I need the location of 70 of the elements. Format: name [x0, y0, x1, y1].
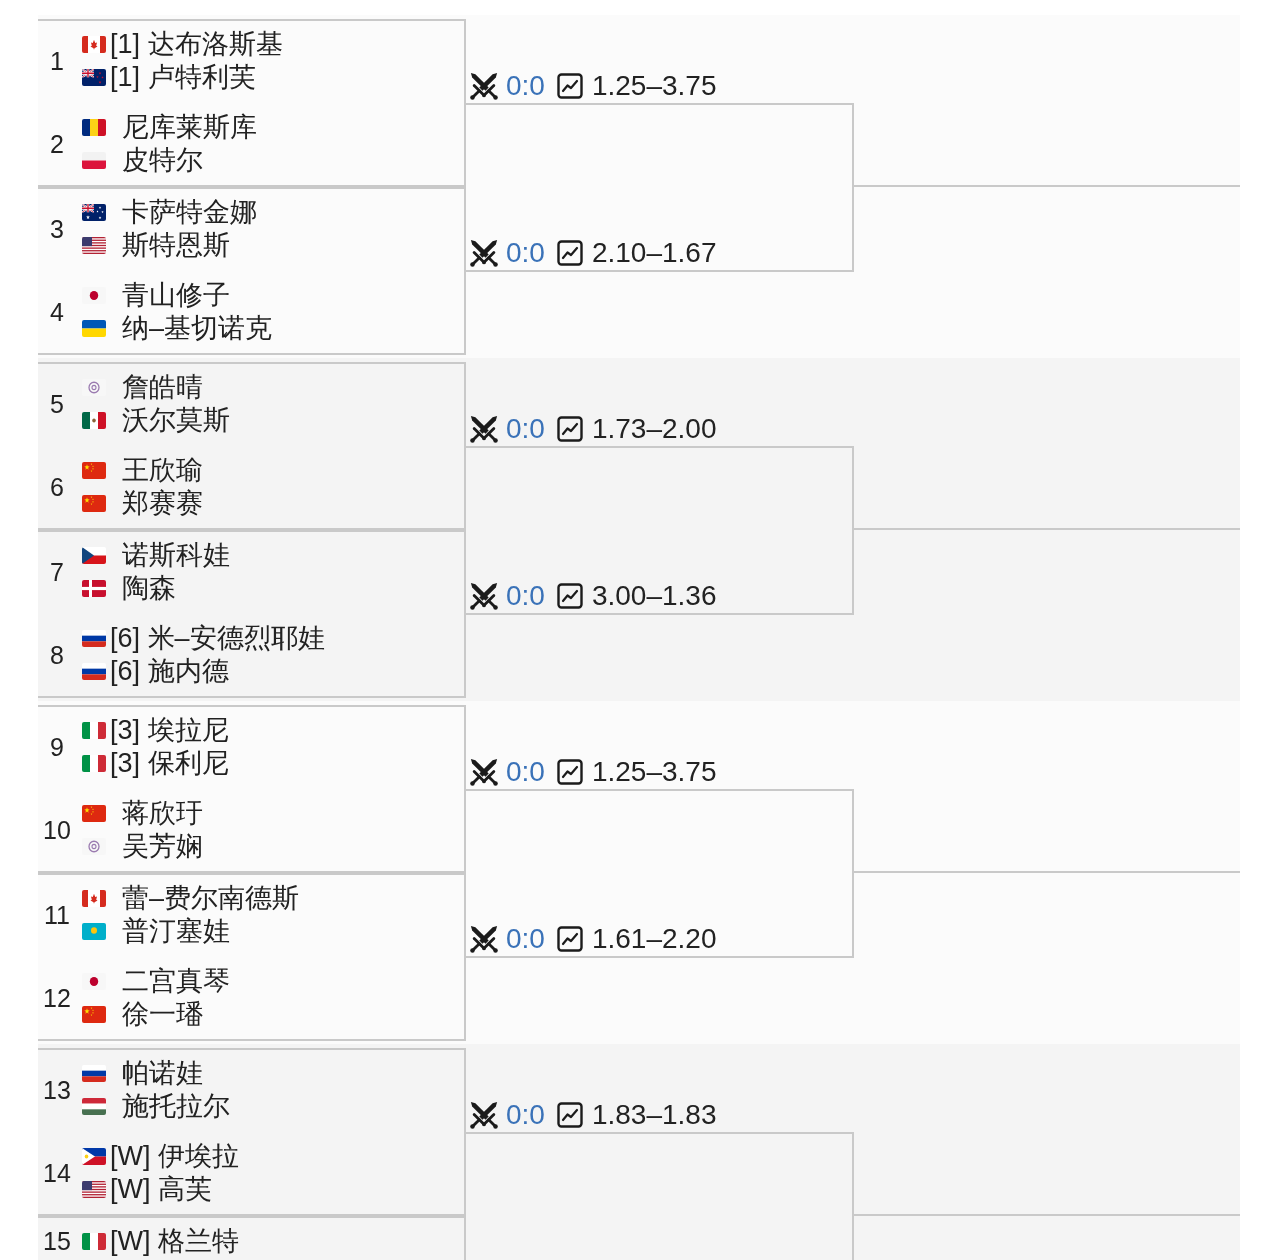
- match-score: 0:0: [506, 756, 545, 788]
- player-name: [3] 埃拉尼: [110, 714, 229, 746]
- draw-number: 5: [50, 388, 64, 419]
- draw-number: 11: [44, 899, 70, 930]
- player-name: [1] 卢特利芙: [110, 61, 256, 93]
- match-score: 0:0: [506, 923, 545, 955]
- match-box: [38, 873, 466, 1041]
- player-name: 吴芳娴: [122, 830, 203, 862]
- player-name: 蒋欣玗: [122, 797, 203, 829]
- player-name: 蕾–费尔南德斯: [122, 882, 300, 914]
- draw-number: 6: [50, 471, 64, 502]
- match-box: [38, 362, 466, 530]
- player-name: [6] 施内德: [110, 655, 229, 687]
- player-name: 沃尔莫斯: [122, 404, 230, 436]
- bracket-connector: [852, 185, 1241, 272]
- bracket-connector: [852, 1132, 1241, 1216]
- match-box: [38, 1216, 466, 1260]
- player-name: 二宫真琴: [122, 965, 230, 997]
- player-name: 帕诺娃: [122, 1057, 203, 1089]
- draw-number: 12: [43, 982, 71, 1013]
- player-name: 施托拉尔: [122, 1090, 230, 1122]
- draw-number: 9: [50, 731, 64, 762]
- draw-number: 13: [43, 1074, 71, 1105]
- draw-number: 8: [50, 639, 64, 670]
- match-score: 0:0: [506, 70, 545, 102]
- player-name: 诺斯科娃: [122, 539, 230, 571]
- match-odds: 2.10–1.67: [591, 237, 717, 269]
- match-box: [38, 1048, 466, 1216]
- draw-number: 14: [43, 1157, 71, 1188]
- player-name: 普汀塞娃: [122, 915, 230, 947]
- player-name: 尼库莱斯库: [122, 111, 257, 143]
- bracket-connector: [852, 871, 1241, 958]
- match-box: [38, 705, 466, 873]
- draw-number: 7: [50, 556, 64, 587]
- match-score: 0:0: [506, 580, 545, 612]
- player-name: 陶森: [122, 572, 176, 604]
- player-name: [1] 达布洛斯基: [110, 28, 283, 60]
- match-box: [38, 530, 466, 698]
- player-name: 詹皓晴: [122, 371, 203, 403]
- bracket-connector: [852, 528, 1241, 615]
- match-odds: 1.61–2.20: [591, 923, 717, 955]
- draw-number: 15: [43, 1226, 71, 1256]
- match-score: 0:0: [506, 237, 545, 269]
- match-score: 0:0: [506, 1099, 545, 1131]
- player-name: 纳–基切诺克: [122, 312, 273, 344]
- player-name: [W] 格兰特: [110, 1225, 239, 1257]
- match-odds: 1.73–2.00: [591, 413, 717, 445]
- draw-number: 4: [50, 296, 64, 327]
- draw-number: 2: [50, 128, 64, 159]
- player-name: [W] 高芙: [110, 1173, 212, 1205]
- player-name: [W] 伊埃拉: [110, 1140, 239, 1172]
- match-odds: 1.25–3.75: [591, 756, 717, 788]
- match-odds: 3.00–1.36: [591, 580, 717, 612]
- match-odds: 1.25–3.75: [591, 70, 717, 102]
- player-name: [6] 米–安德烈耶娃: [110, 622, 325, 654]
- player-name: 青山修子: [122, 279, 230, 311]
- draw-number: 1: [50, 45, 64, 76]
- match-odds: 1.83–1.83: [591, 1099, 717, 1131]
- player-name: 郑赛赛: [122, 487, 203, 519]
- match-box: [38, 187, 466, 355]
- match-score: 0:0: [506, 413, 545, 445]
- player-name: 王欣瑜: [122, 454, 203, 486]
- draw-number: 10: [43, 814, 71, 845]
- draw-number: 3: [50, 213, 64, 244]
- player-name: [3] 保利尼: [110, 747, 229, 779]
- match-box: [38, 19, 466, 187]
- player-name: 徐一璠: [122, 998, 203, 1030]
- player-name: 斯特恩斯: [122, 229, 230, 261]
- player-name: 皮特尔: [122, 144, 203, 176]
- player-name: 卡萨特金娜: [122, 196, 257, 228]
